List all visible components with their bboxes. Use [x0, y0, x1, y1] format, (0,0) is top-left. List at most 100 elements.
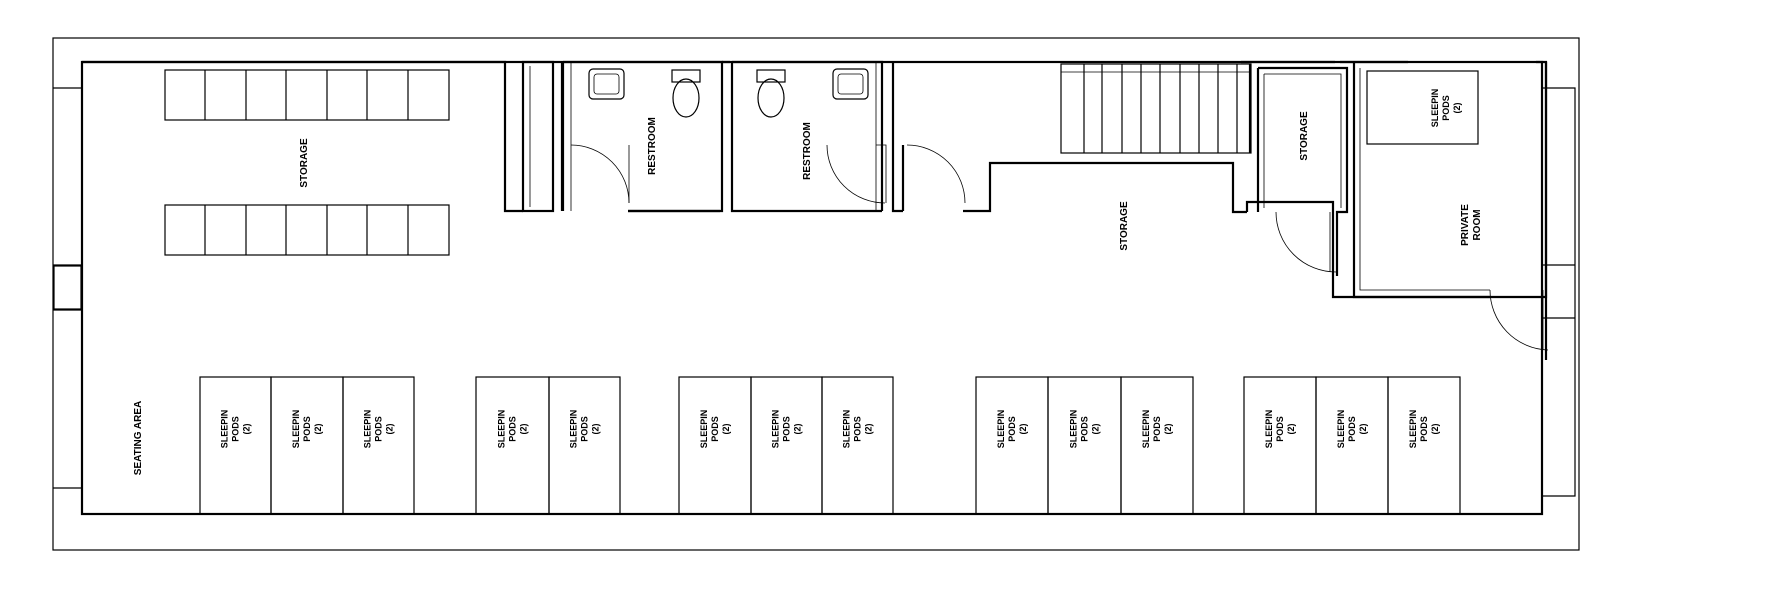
sleeping-pod-label-line: PODS [1419, 416, 1429, 442]
sleeping-pod [1315, 376, 1389, 515]
restroom-1 [561, 60, 724, 213]
sleeping-pod-label-line: PODS [782, 416, 792, 442]
sleeping-pod-label-line: PODS [580, 416, 590, 442]
sleeping-pod [678, 376, 752, 515]
sleeping-pod [342, 376, 415, 515]
sleeping-pod [548, 376, 621, 515]
stairs [1060, 63, 1252, 154]
private-room-label: PRIVATE ROOM [1460, 204, 1483, 246]
sleeping-pod-label-line: (2) [1091, 423, 1101, 434]
sleeping-pod [199, 376, 272, 515]
sleeping-pod-label-line: SLEEPIN [996, 410, 1006, 449]
sleeping-pod-label-line: (2) [1358, 423, 1368, 434]
sleeping-pod-label-line: PODS [231, 416, 241, 442]
sleeping-pod [821, 376, 894, 515]
sleeping-pod-label-line: SLEEPIN [842, 410, 852, 449]
sleeping-pod [750, 376, 823, 515]
sleeping-pod [1047, 376, 1122, 515]
sleeping-pod-label-line: PODS [1152, 416, 1162, 442]
restroom-2 [730, 60, 887, 213]
sink-icon [832, 68, 869, 100]
sleeping-pod-label-line: PODS [508, 416, 518, 442]
storage-shelving-bottom [164, 204, 450, 256]
sleeping-pod-label-line: PODS [1275, 416, 1285, 442]
sleeping-pod-label-line: PODS [374, 416, 384, 442]
private-room-pod [1366, 70, 1479, 145]
sleeping-pod-label-line: (2) [313, 423, 323, 434]
sleeping-pod [270, 376, 344, 515]
sleeping-pod-label-line: PODS [1080, 416, 1090, 442]
private-room [1352, 62, 1549, 360]
sleeping-pod-label-line: SLEEPIN [220, 410, 230, 449]
svg-text:ROOM: ROOM [1472, 209, 1483, 240]
sleeping-pod-label-line: SLEEPIN [569, 410, 579, 449]
sink-icon [588, 68, 625, 100]
sleeping-pod-label-line: (2) [1286, 423, 1296, 434]
sleeping-pod-label-line: SLEEPIN [1141, 410, 1151, 449]
sleeping-pod-label-line: SLEEPIN [699, 410, 709, 449]
seating-area-label: SEATING AREA [133, 401, 144, 475]
sleeping-pod [1243, 376, 1317, 515]
sleeping-pod-label-line: SLEEPIN [363, 410, 373, 449]
storage-small-label: STORAGE [1299, 111, 1310, 161]
sleeping-pod-label-line: SLEEPIN [1408, 410, 1418, 449]
sleeping-pod-label-line: (2) [793, 423, 803, 434]
sleeping-pod-label-line: PODS [853, 416, 863, 442]
sleeping-pod-label-line: (2) [591, 423, 601, 434]
sleeping-pod [1387, 376, 1461, 515]
sleeping-pod-label-line: (2) [385, 423, 395, 434]
sleeping-pod-label-line: (2) [864, 423, 874, 434]
svg-text:SLEEPIN: SLEEPIN [1430, 89, 1440, 128]
storage-closet [1256, 66, 1349, 276]
sleeping-pod-label-line: PODS [1347, 416, 1357, 442]
sleeping-pod-label-line: SLEEPIN [497, 410, 507, 449]
sleeping-pod-label-line: (2) [1018, 423, 1028, 434]
restroom-1-label: RESTROOM [647, 117, 658, 175]
storage-shelving-top [164, 69, 450, 121]
sleeping-pod-label-line: (2) [242, 423, 252, 434]
sleeping-pod [475, 376, 550, 515]
sleeping-pod [975, 376, 1049, 515]
storage-middle-label: STORAGE [1119, 201, 1130, 251]
svg-text:(2): (2) [1452, 102, 1462, 113]
sleeping-pod-label-line: PODS [710, 416, 720, 442]
sleeping-pod-label-line: SLEEPIN [1264, 410, 1274, 449]
sleeping-pod-label-line: PODS [302, 416, 312, 442]
sleeping-pod-label-line: (2) [1163, 423, 1173, 434]
middle-door [901, 144, 966, 211]
toilet-icon [756, 69, 786, 83]
private-room-pod-label: SLEEPIN PODS (2) [1430, 89, 1462, 128]
sleeping-pod-label-line: (2) [519, 423, 529, 434]
toilet-icon [671, 69, 701, 83]
sleeping-pod [1120, 376, 1194, 515]
sleeping-pod-label-line: (2) [721, 423, 731, 434]
wall-openings [53, 87, 1576, 497]
sleeping-pod-label-line: SLEEPIN [1069, 410, 1079, 449]
closet-strip [521, 60, 555, 213]
sleeping-pod-label-line: (2) [1430, 423, 1440, 434]
sleeping-pod-label-line: SLEEPIN [291, 410, 301, 449]
svg-text:PRIVATE: PRIVATE [1460, 204, 1471, 246]
sleeping-pod-label-line: PODS [1007, 416, 1017, 442]
building-outline [52, 37, 1580, 551]
sleeping-pod-label-line: SLEEPIN [771, 410, 781, 449]
storage-left-label: STORAGE [299, 138, 310, 188]
sleeping-pod-label-line: SLEEPIN [1336, 410, 1346, 449]
restroom-2-label: RESTROOM [802, 122, 813, 180]
